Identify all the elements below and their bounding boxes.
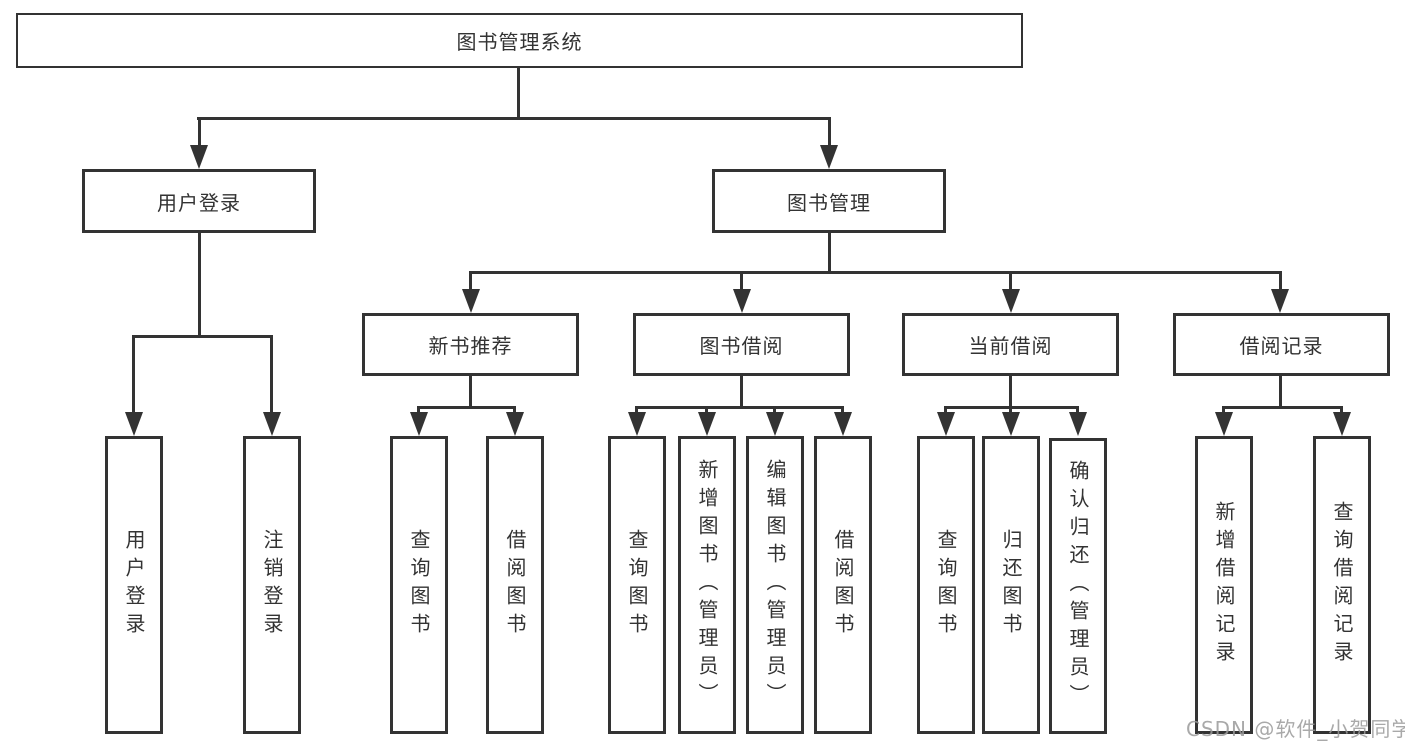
node-user-login: 用户登录 [82, 169, 316, 233]
leaf-logout: 注销登录 [243, 436, 301, 734]
connector-current-borrow-stem [1009, 376, 1012, 408]
arrow-down-icon [1001, 412, 1020, 436]
leaf-bb-query-book: 查询图书 [608, 436, 666, 734]
leaf-cb-return-book: 归还图书 [982, 436, 1040, 734]
connector-root-split [197, 117, 831, 120]
node-label: 用户登录 [122, 529, 146, 641]
connector-book-mgmt-split [469, 271, 1281, 274]
leaf-nbr-borrow-book: 借阅图书 [486, 436, 544, 734]
connector-leaf [635, 406, 638, 414]
arrow-down-icon [697, 412, 716, 436]
node-label: 归还图书 [999, 529, 1023, 641]
node-label: 查询图书 [407, 529, 431, 641]
connector-to-book-mgmt [827, 117, 831, 147]
node-label: 新增图书（管理员） [695, 459, 719, 711]
node-label: 查询借阅记录 [1330, 501, 1354, 669]
node-current-borrow: 当前借阅 [902, 313, 1119, 376]
arrow-down-icon [765, 412, 784, 436]
connector-to-leaf-logout [270, 335, 273, 414]
node-book-borrow: 图书借阅 [633, 313, 850, 376]
connector-new-book-rec-stem [469, 376, 472, 408]
node-label: 查询图书 [934, 529, 958, 641]
node-label: 新增借阅记录 [1212, 501, 1236, 669]
arrow-down-icon [1214, 412, 1233, 436]
arrow-down-icon [936, 412, 955, 436]
connector-to-user-login [197, 117, 201, 147]
connector-leaf [1009, 406, 1012, 414]
arrow-down-icon [409, 412, 428, 436]
connector-to-current-borrow [1009, 271, 1012, 291]
arrow-down-icon [190, 145, 208, 169]
leaf-bb-add-book: 新增图书（管理员） [678, 436, 736, 734]
connector-borrow-record-stem [1278, 376, 1282, 408]
node-root-system: 图书管理系统 [16, 13, 1023, 68]
arrow-down-icon [505, 412, 524, 436]
arrow-down-icon [1068, 412, 1087, 436]
node-label: 借阅图书 [831, 529, 855, 641]
node-label: 用户登录 [157, 190, 241, 215]
node-label: 注销登录 [260, 529, 284, 641]
leaf-br-add-record: 新增借阅记录 [1195, 436, 1253, 734]
leaf-nbr-query-book: 查询图书 [390, 436, 448, 734]
arrow-down-icon [732, 289, 751, 313]
leaf-user-login: 用户登录 [105, 436, 163, 734]
connector-borrow-record-split [1222, 406, 1342, 409]
node-label: 图书管理 [787, 190, 871, 215]
leaf-bb-edit-book: 编辑图书（管理员） [746, 436, 804, 734]
connector-leaf [944, 406, 947, 414]
connector-user-login-split [132, 335, 273, 338]
node-label: 编辑图书（管理员） [763, 459, 787, 711]
watermark: CSDN @软件_小贺同学 [1186, 717, 1405, 741]
arrow-down-icon [833, 412, 852, 436]
node-label: 借阅记录 [1239, 334, 1324, 358]
connector-to-borrow-record [1278, 271, 1282, 291]
node-label: 图书借阅 [699, 334, 784, 358]
connector-leaf [841, 406, 844, 414]
node-label: 图书管理系统 [456, 30, 583, 54]
connector-root-stem [517, 68, 520, 118]
connector-to-leaf-user-login [132, 335, 135, 414]
node-label: 确认归还（管理员） [1066, 460, 1090, 712]
connector-leaf [705, 406, 708, 414]
leaf-cb-query-book: 查询图书 [917, 436, 975, 734]
connector-leaf [417, 406, 420, 414]
connector-leaf [1222, 406, 1225, 414]
node-label: 当前借阅 [968, 334, 1053, 358]
leaf-br-query-record: 查询借阅记录 [1313, 436, 1371, 734]
connector-leaf [1076, 406, 1079, 414]
connector-to-book-borrow [740, 271, 743, 291]
arrow-down-icon [461, 289, 480, 313]
arrow-down-icon [1332, 412, 1351, 436]
arrow-down-icon [1001, 289, 1020, 313]
connector-book-mgmt-stem [827, 232, 831, 273]
arrow-down-icon [820, 145, 838, 169]
node-label: 新书推荐 [428, 334, 513, 358]
leaf-bb-borrow-book: 借阅图书 [814, 436, 872, 734]
connector-book-borrow-split [635, 406, 843, 409]
node-borrow-record: 借阅记录 [1173, 313, 1390, 376]
connector-user-login-stem [197, 232, 201, 336]
arrow-down-icon [262, 412, 281, 436]
connector-to-new-book-rec [469, 271, 472, 291]
connector-new-book-rec-split [417, 406, 516, 409]
connector-leaf [773, 406, 776, 414]
node-new-book-rec: 新书推荐 [362, 313, 579, 376]
connector-leaf [513, 406, 516, 414]
node-book-mgmt: 图书管理 [712, 169, 946, 233]
arrow-down-icon [627, 412, 646, 436]
arrow-down-icon [1271, 289, 1289, 313]
connector-leaf [1340, 406, 1343, 414]
arrow-down-icon [124, 412, 143, 436]
node-label: 借阅图书 [503, 529, 527, 641]
connector-book-borrow-stem [740, 376, 743, 408]
leaf-cb-confirm-return: 确认归还（管理员） [1049, 438, 1107, 734]
node-label: 查询图书 [625, 529, 649, 641]
